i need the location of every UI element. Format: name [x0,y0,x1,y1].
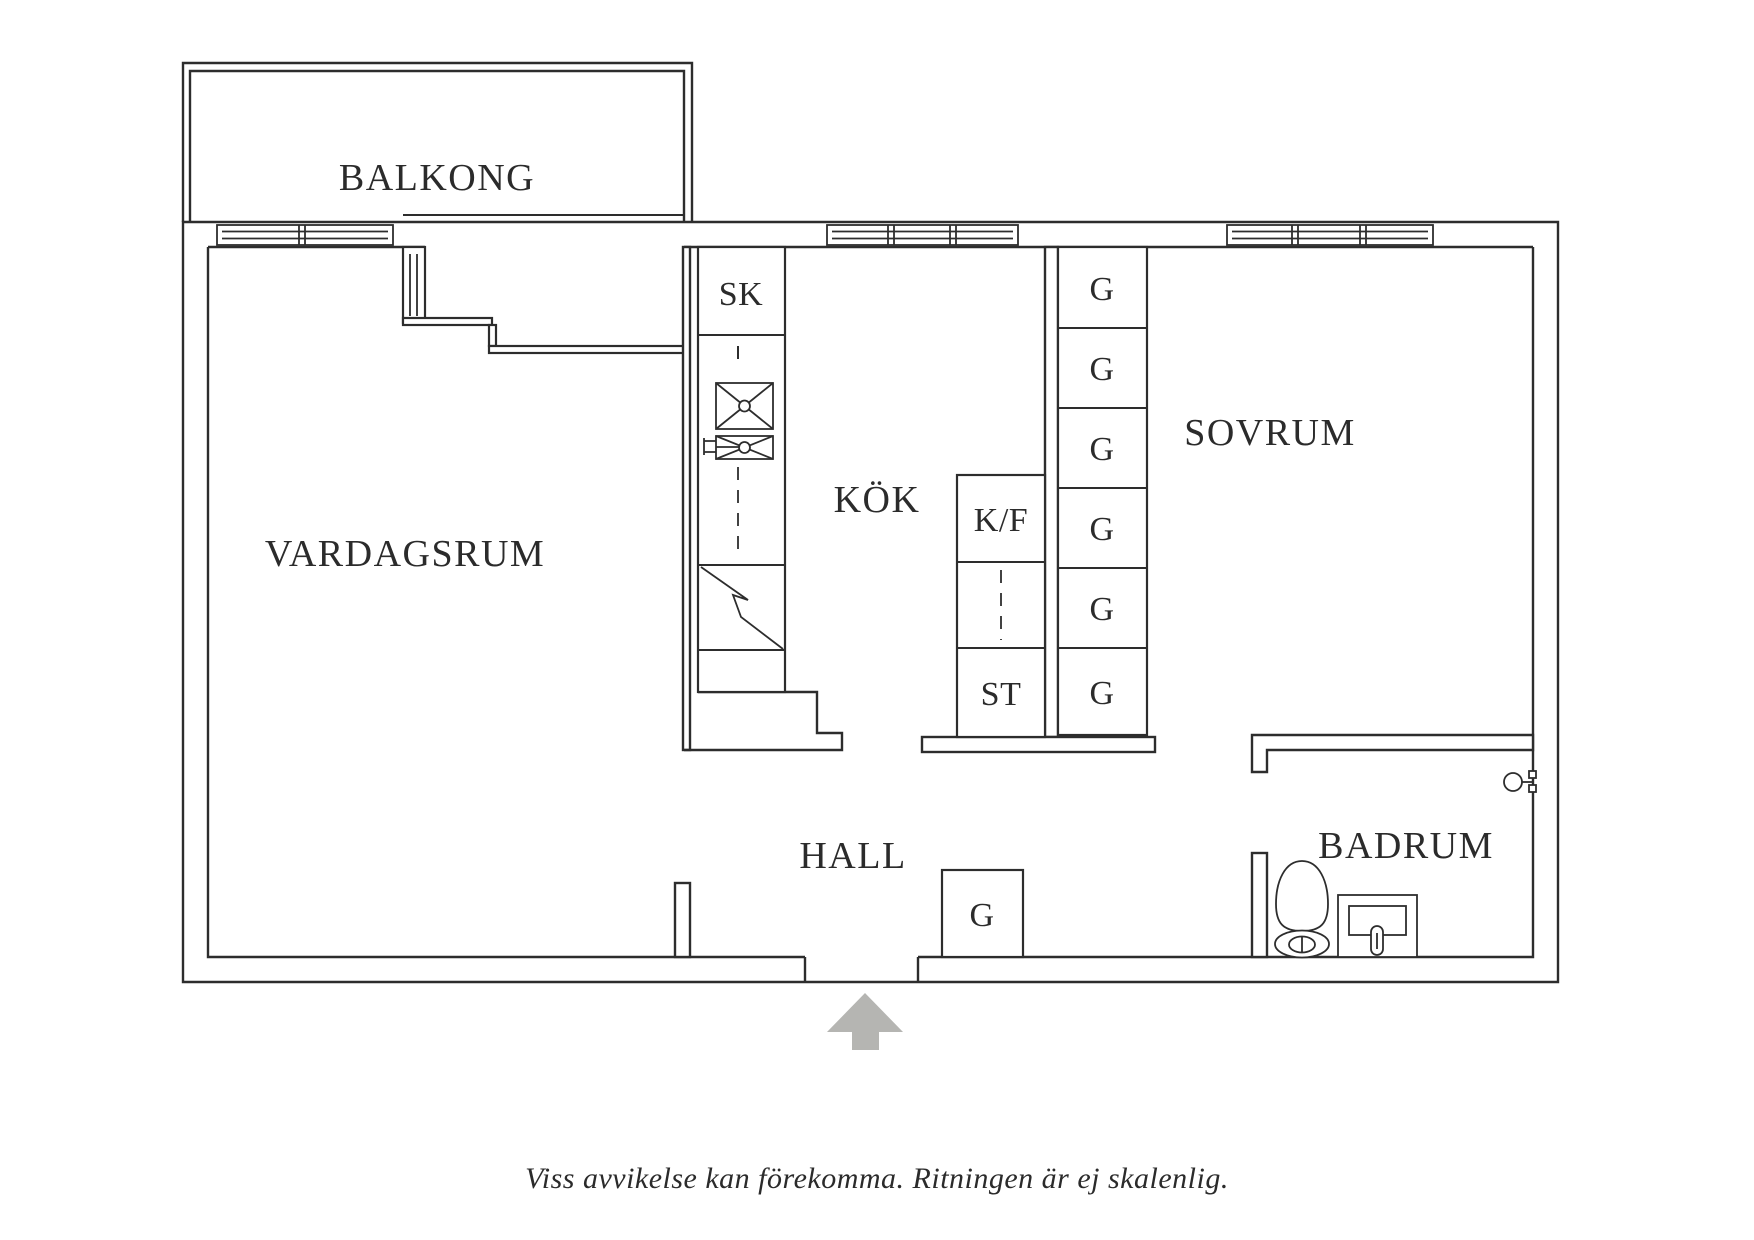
wall-fixture-icon [1503,770,1537,793]
fridge-cleaning-column: K/F ST [955,473,1047,739]
niche-wall-upper [401,316,494,327]
hall-living-wall-stub [673,881,692,959]
counter-diagonal-symbol [700,566,784,650]
wardrobe-label: G [1089,271,1114,308]
closet-bottom-wall [920,735,1157,754]
kitchen-window [826,224,1019,246]
balcony-wall-inner [188,69,686,222]
toilet-icon [1274,860,1330,959]
niche-wall-step [487,323,498,348]
room-label-bathroom: BADRUM [1318,825,1494,867]
kitchen-sink-icon [715,382,774,430]
balcony-door-niche [401,245,686,355]
bathroom-left-wall-stub [1250,851,1269,959]
closet-mid-wall [1043,245,1060,739]
room-label-bedroom: SOVRUM [1184,412,1356,454]
disclaimer-caption: Viss avvikelse kan förekomma. Ritningen … [525,1162,1229,1195]
kitchen-living-wall [681,245,692,752]
room-label-living-room: VARDAGSRUM [265,533,545,575]
bedroom-window [1226,224,1434,246]
wardrobe-label: G [1089,431,1114,468]
wardrobe-column: G G G G G G [1056,245,1149,737]
hall-wardrobe-box [940,868,1025,959]
bathroom: BADRUM [1274,770,1537,959]
balcony-door [401,245,427,325]
niche-wall-lower [487,344,686,355]
balcony: BALKONG [181,61,694,222]
washbasin-icon [1337,894,1418,958]
interior-walls [673,245,1535,959]
wardrobe-label: G [1089,351,1114,388]
closet-label-sk: SK [719,276,763,313]
living-room-window [216,224,394,246]
bathroom-top-wall [1250,733,1535,774]
kitchen-bottom-wall [684,690,844,752]
entrance-arrow-icon [827,993,903,1050]
wardrobe-label: G [1089,591,1114,628]
wardrobe-label-hall: G [969,897,994,934]
windows [216,224,1434,246]
wardrobe-label: G [1089,511,1114,548]
closet-label-kf: K/F [974,502,1028,539]
room-label-hall: HALL [799,835,906,877]
balcony-wall-outer [181,61,694,222]
wardrobe-label: G [1089,675,1114,712]
room-label-kitchen: KÖK [834,479,921,521]
kitchen-counter: SK [696,245,787,694]
outer-wall [181,220,1560,984]
closet-label-st: ST [981,676,1022,713]
hall: G HALL [799,835,1025,959]
faucet-icon [703,438,739,455]
room-label-balcony: BALKONG [339,157,535,199]
